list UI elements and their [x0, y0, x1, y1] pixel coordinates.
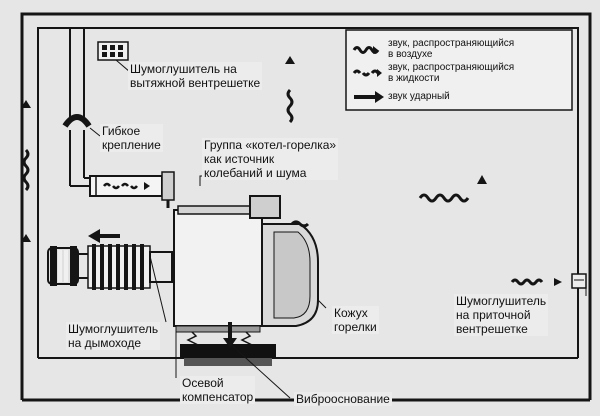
legend-impact-label: звук ударный	[388, 91, 450, 102]
axial-compensator	[87, 244, 173, 290]
vibration-base-label: Виброоснование	[294, 392, 392, 406]
chimney-silencer	[47, 246, 88, 286]
air-sound-waves	[22, 88, 544, 286]
supply-grille	[571, 273, 587, 289]
exhaust-pipe	[69, 28, 90, 187]
impact-arrows	[88, 229, 237, 348]
legend-impact-arrow-icon	[354, 91, 384, 103]
legend-box	[345, 29, 573, 111]
flexible-mount	[62, 114, 92, 128]
vibration-base	[175, 325, 276, 366]
upper-duct	[89, 171, 175, 208]
exhaust-grille	[97, 41, 129, 61]
